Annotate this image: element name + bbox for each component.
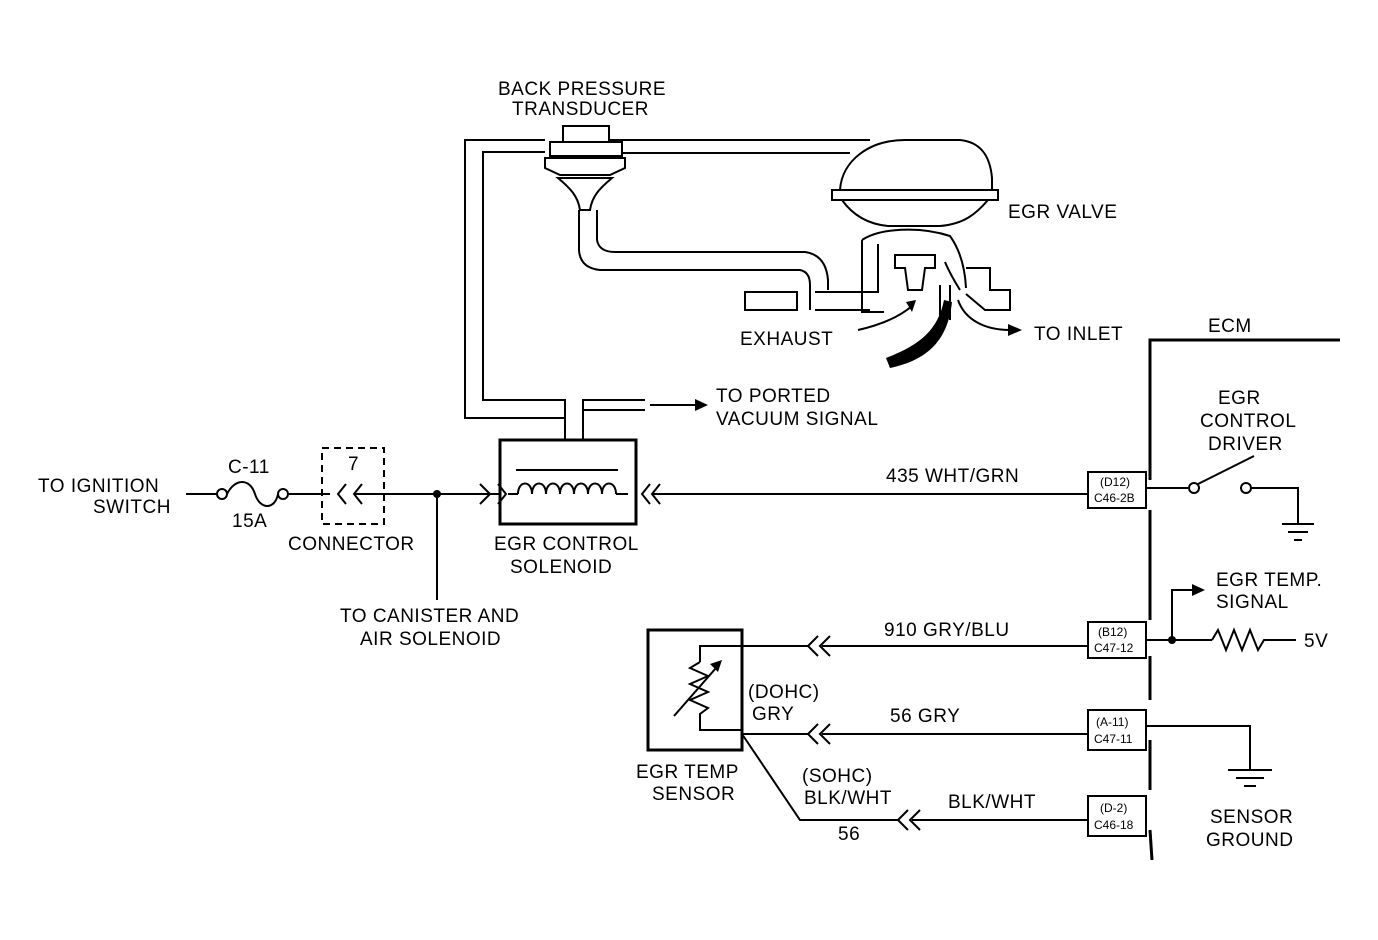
- to-ported-label-line2: VACUUM SIGNAL: [716, 409, 878, 430]
- pin-d2: (D-2) C46-18: [1087, 795, 1147, 837]
- back-pressure-transducer: [544, 125, 870, 311]
- wire-56-gry: [742, 723, 1088, 745]
- wire-910: [742, 635, 1088, 657]
- ported-vacuum-arrow: [650, 399, 708, 411]
- ecm-boundary: [1148, 338, 1340, 861]
- canister-label-line2: AIR SOLENOID: [360, 629, 501, 650]
- wire-blk-wht-label: BLK/WHT: [948, 792, 1036, 813]
- egr-temp-sensor: [646, 628, 744, 752]
- fuse-name-label: C-11: [228, 457, 270, 478]
- ecm-label: ECM: [1208, 316, 1252, 337]
- pin-b12: (B12) C47-12: [1087, 621, 1147, 659]
- canister-branch: [433, 490, 441, 600]
- to-ported-label-line1: TO PORTED: [716, 386, 831, 407]
- connector-number: 7: [348, 454, 359, 475]
- sensor-ground: [1146, 725, 1272, 787]
- pin-a11: (A-11) C47-11: [1087, 709, 1147, 751]
- wire-435-label: 435 WHT/GRN: [886, 466, 1019, 487]
- sensor-label-line2: SENSOR: [652, 784, 735, 805]
- sohc-label-line1: (SOHC): [802, 766, 873, 787]
- wire-56-number: 56: [838, 824, 860, 845]
- five-volt-label: 5V: [1304, 631, 1328, 652]
- wire-910-label: 910 GRY/BLU: [884, 620, 1010, 641]
- back-pressure-label-line1: BACK PRESSURE: [498, 79, 666, 100]
- pin-d12: (D12) C46-2B: [1087, 471, 1147, 509]
- egr-temp-signal-label-line1: EGR TEMP.: [1216, 570, 1322, 591]
- exhaust-arrow: [857, 300, 916, 331]
- egr-driver-label-line1: EGR: [1218, 388, 1261, 409]
- to-inlet-arrow: [957, 299, 1022, 336]
- egr-control-solenoid: [497, 438, 661, 526]
- dohc-label-line1: (DOHC): [748, 682, 820, 703]
- egr-valve: [831, 139, 1011, 368]
- solenoid-label-line1: EGR CONTROL: [494, 534, 639, 555]
- egr-driver-label-line2: CONTROL: [1200, 411, 1296, 432]
- pin-b12-connector: C47-12: [1094, 641, 1134, 655]
- canister-label-line1: TO CANISTER AND: [340, 606, 519, 627]
- fuse-c11: [186, 481, 330, 507]
- back-pressure-label-line2: TRANSDUCER: [512, 99, 649, 120]
- sensor-label-line1: EGR TEMP: [636, 762, 739, 783]
- vacuum-hose-left: [464, 139, 870, 440]
- pin-d2-connector: C46-18: [1094, 818, 1134, 832]
- connector-label: CONNECTOR: [288, 534, 415, 555]
- sohc-label-line2: BLK/WHT: [804, 788, 892, 809]
- pin-a11-connector: C47-11: [1094, 732, 1133, 746]
- connector-7: [321, 447, 500, 525]
- wire-56-label: 56 GRY: [890, 706, 960, 727]
- solenoid-label-line2: SOLENOID: [510, 557, 612, 578]
- pin-a11-code: (A-11): [1096, 715, 1128, 729]
- pin-d2-code: (D-2): [1100, 801, 1127, 815]
- wire-blk-wht: [741, 733, 1088, 831]
- exhaust-label: EXHAUST: [740, 329, 833, 350]
- pin-d12-connector: C46-2B: [1094, 491, 1135, 505]
- to-ignition-label-line1: TO IGNITION: [38, 476, 159, 497]
- egr-temp-signal-circuit: [1146, 584, 1296, 653]
- fuse-rating-label: 15A: [232, 511, 267, 532]
- dohc-label-line2: GRY: [752, 704, 794, 725]
- egr-valve-label: EGR VALVE: [1008, 202, 1117, 223]
- egr-driver-label-line3: DRIVER: [1208, 434, 1283, 455]
- pin-b12-code: (B12): [1098, 625, 1127, 639]
- sensor-ground-label-line1: SENSOR: [1210, 807, 1293, 828]
- egr-temp-signal-label-line2: SIGNAL: [1216, 592, 1289, 613]
- sensor-ground-label-line2: GROUND: [1206, 830, 1293, 851]
- egr-control-driver: [1146, 455, 1314, 541]
- pin-d12-code: (D12): [1100, 475, 1130, 489]
- to-inlet-label: TO INLET: [1034, 324, 1123, 345]
- to-ignition-label-line2: SWITCH: [93, 497, 171, 518]
